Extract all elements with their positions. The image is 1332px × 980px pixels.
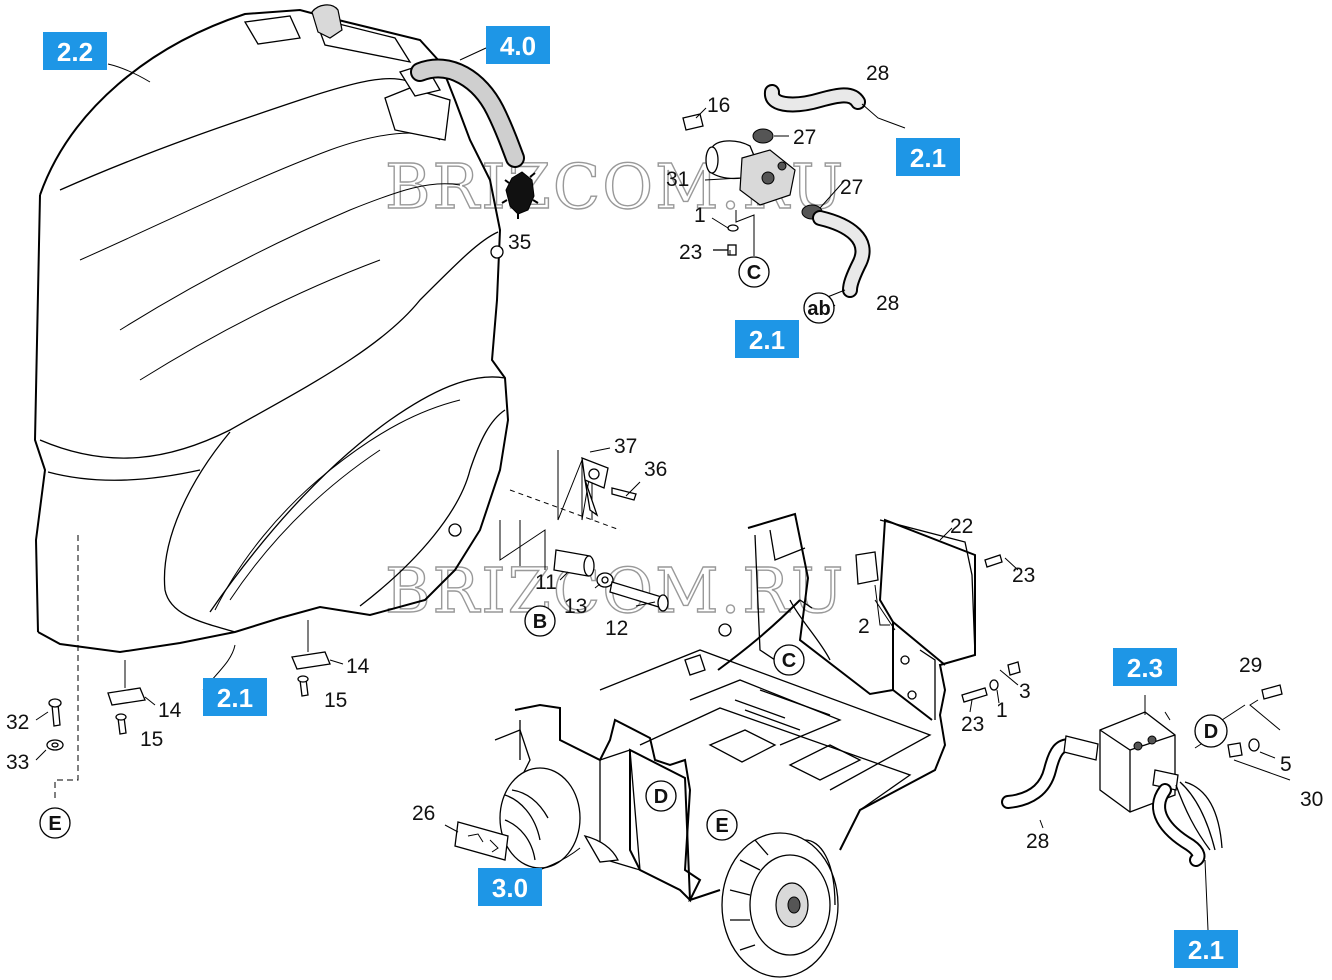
svg-text:E: E: [48, 813, 61, 835]
callout-2-1-box: 2.1: [1174, 930, 1238, 968]
part-number: 16: [707, 94, 730, 117]
part-number: 33: [6, 751, 29, 774]
callout-4-0: 4.0: [486, 26, 550, 64]
callout-2-3: 2.3: [1113, 648, 1177, 686]
svg-text:4.0: 4.0: [500, 31, 536, 61]
connector-d-frame: D: [645, 780, 677, 812]
part-number: 23: [1012, 564, 1035, 587]
part-number: 23: [679, 241, 702, 264]
svg-text:2.1: 2.1: [1188, 935, 1224, 965]
svg-text:D: D: [654, 786, 668, 808]
svg-text:2.1: 2.1: [749, 325, 785, 355]
connector-c-pump: C: [738, 256, 770, 288]
svg-text:E: E: [715, 815, 728, 837]
part-number: 22: [950, 515, 973, 538]
axle-pin-group: [448, 447, 669, 612]
part-number: 12: [605, 617, 628, 640]
connector-b: B: [524, 605, 556, 637]
connector-e-tank: E: [39, 807, 71, 839]
part-number: 15: [140, 728, 163, 751]
part-number: 35: [508, 231, 531, 254]
label-plate-26: [444, 821, 509, 861]
part-number: 5: [1280, 753, 1292, 776]
part-number: 31: [666, 168, 689, 191]
wheel-rear: [499, 767, 619, 869]
callout-3-0: 3.0: [478, 868, 542, 906]
part-number: 28: [876, 292, 899, 315]
callout-2-1-pump-top: 2.1: [896, 138, 960, 176]
connector-c-frame: C: [773, 644, 805, 676]
part-number: 28: [866, 62, 889, 85]
svg-text:2.1: 2.1: [910, 143, 946, 173]
clamp-35: [501, 171, 539, 219]
part-number: 27: [840, 176, 863, 199]
part-number: 23: [961, 713, 984, 736]
part-number: 27: [793, 126, 816, 149]
part-number: 15: [324, 689, 347, 712]
connector-d-box: D: [1194, 714, 1228, 748]
svg-text:3.0: 3.0: [492, 873, 528, 903]
callout-2-2: 2.2: [43, 32, 107, 70]
part-number: 13: [564, 595, 587, 618]
callout-2-1-pump-bottom: 2.1: [735, 320, 799, 358]
part-number: 37: [614, 435, 637, 458]
part-number: 3: [1019, 680, 1031, 703]
part-number: 30: [1300, 788, 1323, 811]
part-number: 2: [858, 615, 870, 638]
connector-ab: ab: [803, 292, 835, 324]
svg-text:D: D: [1204, 721, 1218, 743]
part-number: 14: [158, 699, 182, 722]
svg-text:2.3: 2.3: [1127, 653, 1163, 683]
part-number: 26: [412, 802, 435, 825]
svg-text:ab: ab: [807, 298, 830, 320]
wheel-front: [721, 832, 839, 978]
connector-e-frame: E: [706, 809, 738, 841]
part-number: 36: [644, 458, 667, 481]
part-number: 28: [1026, 830, 1049, 853]
part-number: 29: [1239, 654, 1262, 677]
part-number: 1: [694, 204, 706, 227]
svg-text:C: C: [782, 650, 796, 672]
svg-text:2.2: 2.2: [57, 37, 93, 67]
electrical-box: [1001, 684, 1291, 931]
part-number: 1: [996, 699, 1008, 722]
pump-assembly: [682, 84, 906, 323]
svg-text:2.1: 2.1: [217, 683, 253, 713]
tank-body: [33, 4, 539, 800]
part-number: 32: [6, 711, 29, 734]
svg-text:C: C: [747, 262, 761, 284]
hardware-left: [35, 620, 344, 761]
part-number: 11: [535, 571, 557, 594]
part-number: 14: [346, 655, 370, 678]
callout-2-1-tank: 2.1: [203, 678, 267, 716]
svg-text:B: B: [533, 611, 547, 633]
